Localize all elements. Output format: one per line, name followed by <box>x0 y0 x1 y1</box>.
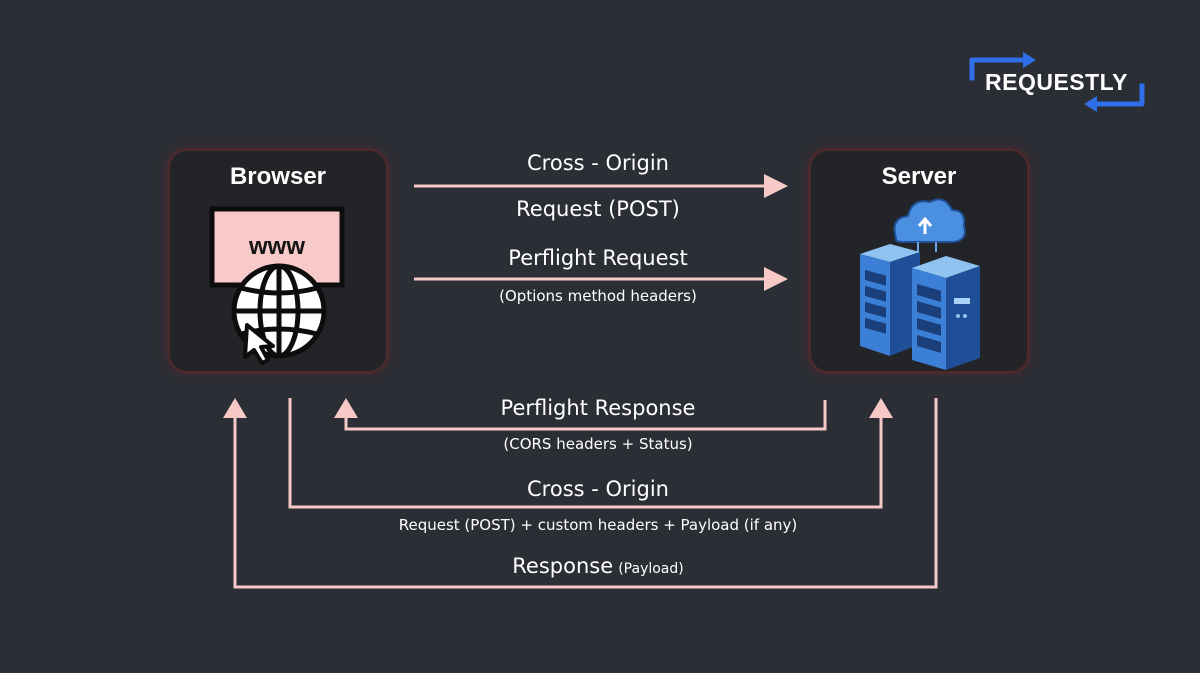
actual-request-arrowhead <box>869 398 893 418</box>
server-rack-icon <box>860 198 980 370</box>
preflight-request-subtitle: (Options method headers) <box>499 287 697 305</box>
preflight-response-subtitle: (CORS headers + Status) <box>503 435 693 453</box>
response-title: Response <box>512 554 614 578</box>
logo-top-arrow-line <box>969 57 1029 81</box>
cross-origin-request-subtitle: Request (POST) <box>516 197 680 221</box>
preflight-request-arrowhead <box>764 267 788 291</box>
actual-request-arrow <box>288 398 883 509</box>
browser-node: Browser www <box>167 148 389 374</box>
logo-bottom-arrowhead <box>1084 96 1097 112</box>
actual-request-subtitle: Request (POST) + custom headers + Payloa… <box>398 516 798 534</box>
preflight-response-arrow <box>344 400 827 431</box>
preflight-request-title: Perflight Request <box>508 246 688 270</box>
browser-www-icon: www <box>209 206 345 365</box>
response-label: Response (Payload) <box>512 554 683 578</box>
response-arrow <box>233 398 938 589</box>
server-title: Server <box>881 163 957 190</box>
logo-bottom-arrow-line <box>1091 83 1145 107</box>
requestly-logo <box>969 52 1145 112</box>
response-arrowhead <box>223 398 247 418</box>
cross-origin-request-title: Cross - Origin <box>527 151 669 175</box>
logo-text: REQUESTLY <box>985 69 1128 95</box>
actual-request-title: Cross - Origin <box>527 477 669 501</box>
right-server-rack <box>912 256 980 370</box>
cursor-icon <box>243 323 275 365</box>
preflight-response-title: Perflight Response <box>500 396 696 420</box>
cross-origin-request-arrowhead <box>764 174 788 198</box>
logo-top-arrowhead <box>1023 52 1036 68</box>
server-node: Server <box>808 148 1030 374</box>
response-subtitle: (Payload) <box>618 561 684 577</box>
www-text: www <box>248 233 305 260</box>
browser-title: Browser <box>229 163 327 190</box>
preflight-response-arrowhead <box>334 398 358 418</box>
